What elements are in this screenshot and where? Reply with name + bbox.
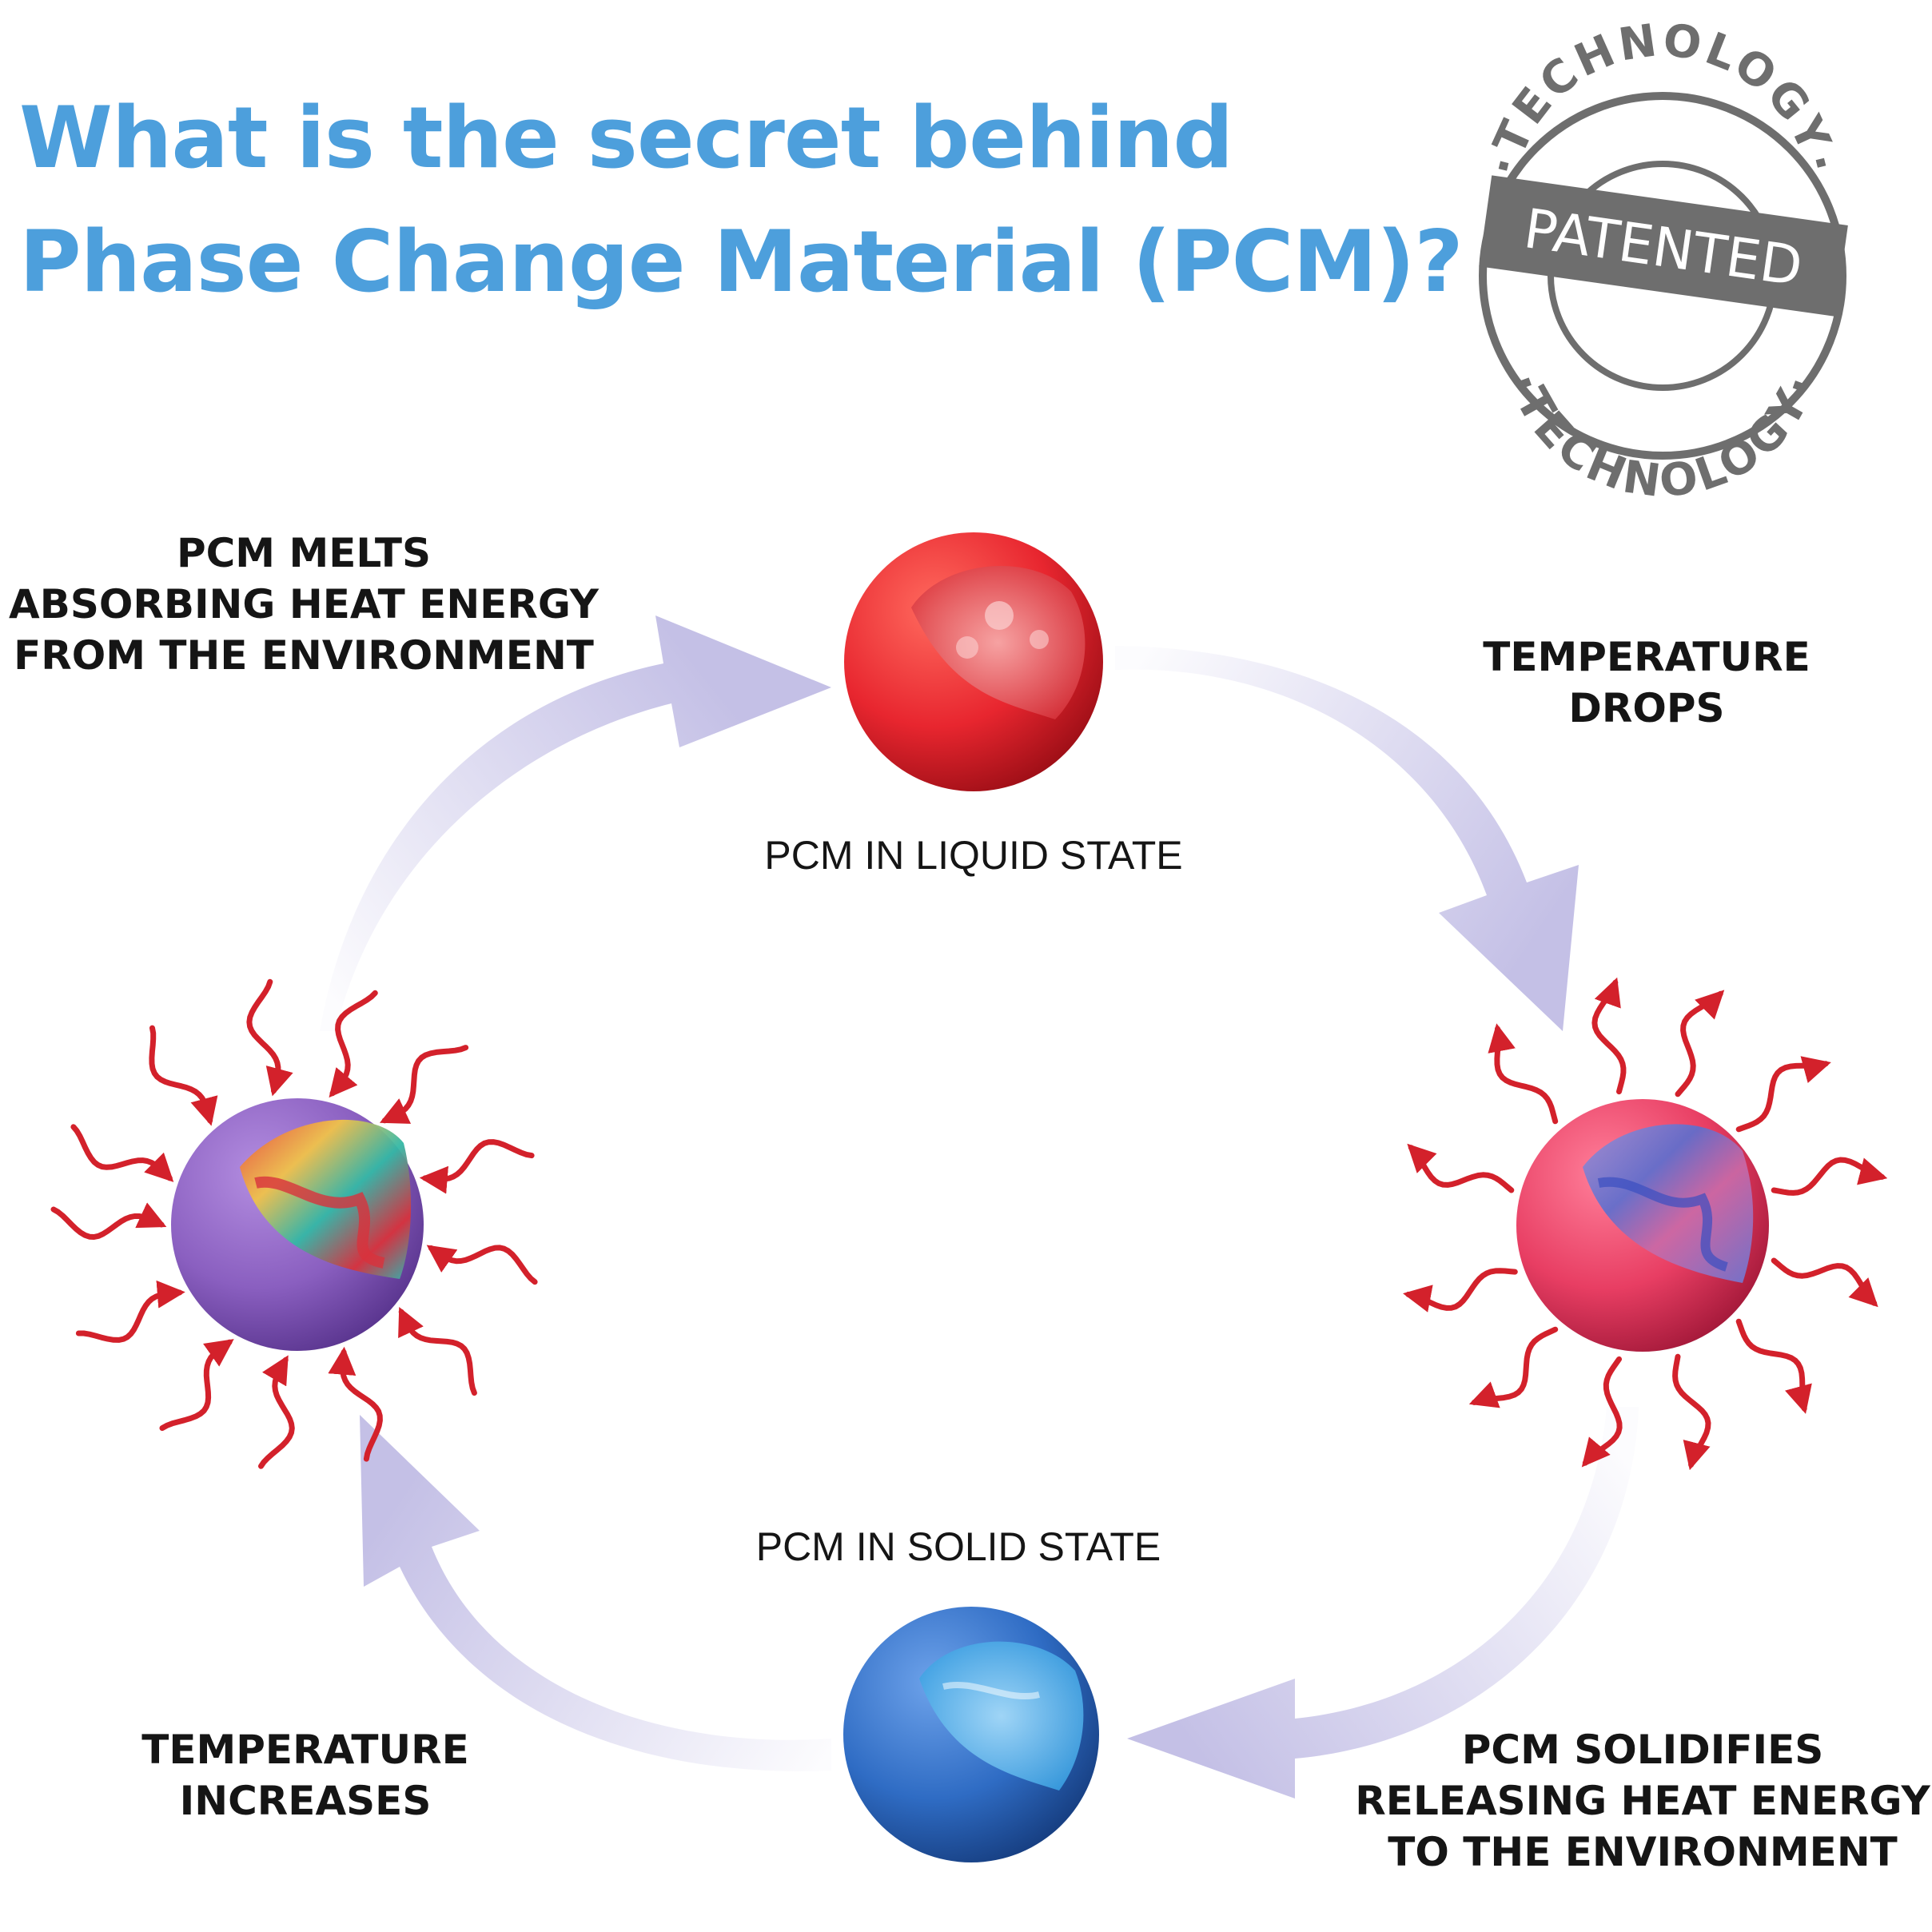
patented-technology-stamp: ·TECHNOLOGY· ·TECHNOLOGY· PATENTED bbox=[1477, 14, 1848, 508]
releasing-pcm-sphere bbox=[1516, 1099, 1769, 1352]
heat-wave-out bbox=[1672, 1353, 1711, 1471]
heat-wave-out bbox=[1771, 1157, 1888, 1196]
title-line-2: Phase Change Material (PCM)? bbox=[19, 213, 1464, 311]
cycle-arrows bbox=[320, 615, 1639, 1799]
heat-wave-out bbox=[1735, 1318, 1812, 1414]
step-pcm-melts: PCM MELTS ABSORBING HEAT ENERGY FROM THE… bbox=[9, 530, 599, 679]
page-title: What is the secret behind Phase Change M… bbox=[19, 76, 1464, 324]
heat-wave-out bbox=[1407, 1143, 1515, 1193]
solid-pcm-sphere bbox=[843, 1607, 1099, 1862]
heat-wave-in bbox=[70, 1124, 174, 1182]
step-temperature-increases: TEMPERATURE INCREASES bbox=[141, 1727, 469, 1824]
heat-wave-out bbox=[1735, 1056, 1831, 1133]
stamp-band bbox=[1479, 175, 1848, 317]
arrow-absorbing-to-liquid bbox=[320, 615, 831, 1031]
heat-wave-in bbox=[329, 990, 378, 1098]
arrow-solid-to-absorbing bbox=[360, 1415, 831, 1771]
liquid-pcm-sphere bbox=[844, 532, 1103, 791]
arrow-liquid-to-releasing bbox=[1115, 646, 1579, 1031]
arrow-releasing-to-solid bbox=[1127, 1407, 1639, 1799]
heat-wave-in bbox=[50, 1202, 167, 1240]
title-line-1: What is the secret behind bbox=[19, 89, 1233, 187]
heat-wave-out bbox=[1468, 1326, 1559, 1408]
heat-wave-in bbox=[398, 1306, 477, 1396]
heat-wave-in bbox=[258, 1355, 295, 1469]
state-solid-label: PCM IN SOLID STATE bbox=[755, 1524, 1161, 1569]
heat-wave-out bbox=[1488, 1023, 1559, 1125]
heat-wave-in bbox=[75, 1280, 185, 1343]
heat-wave-out bbox=[1591, 977, 1627, 1095]
heat-wave-in bbox=[159, 1339, 234, 1432]
step-pcm-solidifies: PCM SOLIDIFIES RELEASING HEAT ENERGY TO … bbox=[1355, 1727, 1930, 1875]
heat-wave-out bbox=[1581, 1356, 1623, 1468]
heat-wave-in bbox=[419, 1139, 535, 1194]
heat-wave-in bbox=[426, 1245, 538, 1285]
heat-wave-in bbox=[149, 1025, 218, 1126]
heat-waves-releasing bbox=[1403, 977, 1888, 1471]
heat-wave-out bbox=[1675, 990, 1725, 1097]
step-temperature-drops: TEMPERATURE DROPS bbox=[1483, 634, 1811, 731]
heat-wave-in bbox=[328, 1346, 383, 1462]
absorbing-pcm-sphere bbox=[171, 1098, 424, 1351]
heat-waves-absorbing bbox=[50, 978, 538, 1469]
heat-wave-out bbox=[1403, 1268, 1518, 1313]
state-liquid-label: PCM IN LIQUID STATE bbox=[764, 833, 1183, 878]
heat-wave-out bbox=[1771, 1257, 1878, 1308]
heat-wave-in bbox=[379, 1045, 469, 1124]
heat-wave-in bbox=[246, 978, 293, 1097]
